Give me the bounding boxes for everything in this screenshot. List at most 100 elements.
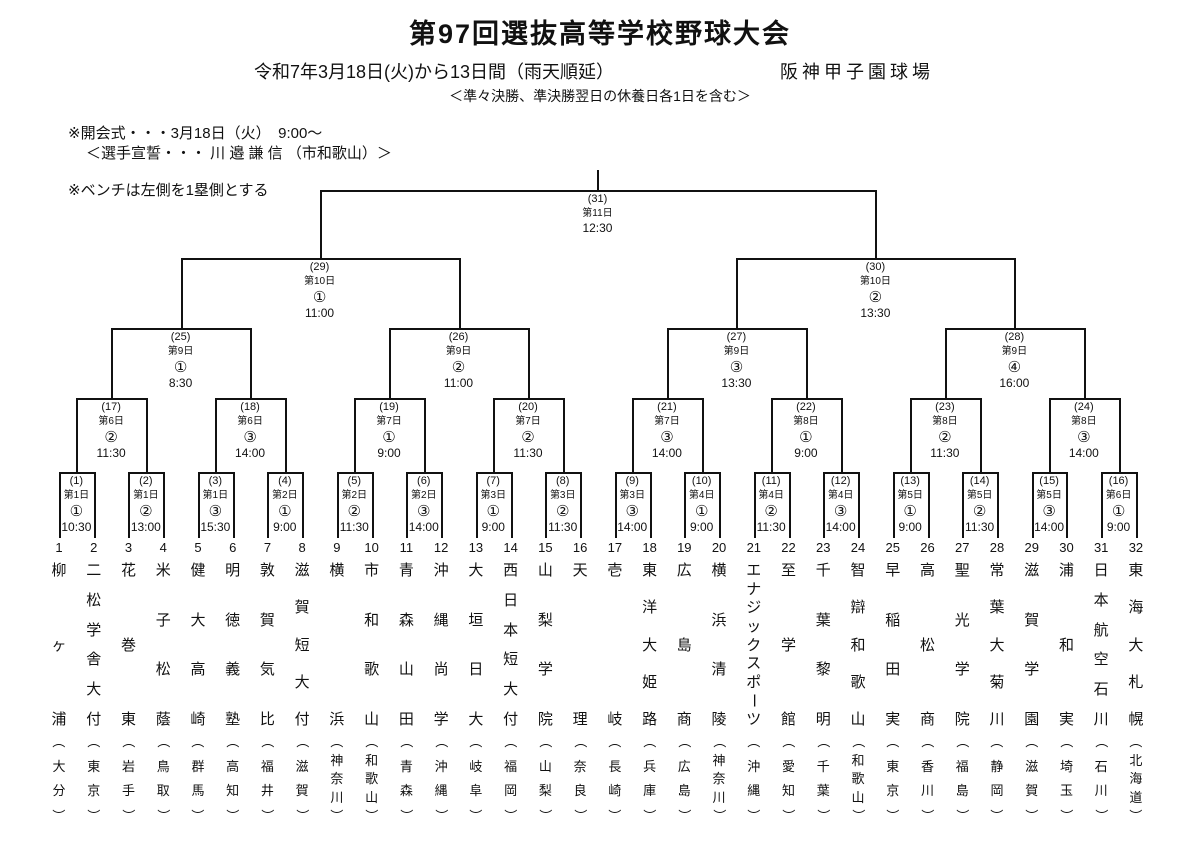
char: 至 [781, 562, 797, 579]
bracket-vline [910, 398, 913, 472]
game-time: 14:00 [825, 520, 856, 534]
game-number: (15) [1039, 475, 1059, 487]
team-prefecture: （香川） [919, 735, 937, 822]
bracket-vline [805, 328, 808, 398]
game-seq: ③ [625, 503, 639, 520]
char: 清 [711, 661, 727, 679]
char: 浜 [329, 711, 345, 728]
game-time: 10:30 [61, 520, 92, 534]
game-day: 第4日 [827, 490, 854, 501]
char: 取 [156, 783, 170, 799]
char: （ [468, 734, 484, 749]
bracket-vline [875, 190, 878, 258]
char: 奈 [712, 771, 726, 786]
char: 沖 [747, 758, 761, 774]
team-name: 天理 [570, 563, 590, 727]
bracket-vline [319, 190, 322, 258]
char: 山 [538, 758, 552, 774]
char: 垣 [468, 611, 484, 629]
char: 敦 [259, 562, 275, 579]
char: （ [155, 734, 171, 749]
team-prefecture: （兵庫） [641, 735, 659, 822]
game-number: (17) [101, 401, 121, 413]
bracket-hline [59, 472, 96, 474]
char: 付 [503, 710, 519, 728]
char: 埼 [1059, 758, 1073, 774]
game-day: 第6日 [98, 416, 124, 427]
game-day: 第10日 [303, 276, 336, 287]
char: 崎 [608, 783, 622, 799]
char: （ [259, 734, 275, 749]
team-prefecture: （岩手） [119, 735, 137, 822]
team-prefecture: （沖縄） [432, 735, 450, 822]
game-day: 第1日 [63, 490, 90, 501]
char: （ [190, 734, 206, 749]
char: 井 [260, 783, 274, 799]
game-number: (23) [935, 401, 955, 413]
char: ） [572, 808, 588, 822]
char: 森 [399, 783, 413, 799]
bracket-vline [267, 472, 270, 538]
char: 石 [1094, 758, 1108, 774]
char: ） [1058, 808, 1074, 822]
bracket-vline [944, 328, 947, 398]
team-number: 27 [955, 540, 970, 555]
game-number: (31) [587, 193, 608, 205]
char: ） [989, 808, 1005, 822]
char: （ [329, 734, 345, 749]
bracket-vline [1014, 258, 1017, 328]
game-number: (18) [240, 401, 260, 413]
bracket-vline [927, 472, 930, 538]
char: ） [259, 808, 275, 822]
bracket-vline [215, 398, 218, 472]
team-prefecture: （長崎） [606, 735, 624, 822]
char: 川 [330, 789, 344, 805]
char: 山 [851, 789, 865, 805]
bracket-hline [944, 328, 1086, 330]
char: 岩 [121, 758, 135, 774]
char: （ [433, 734, 449, 749]
team-name: エナジックスポーツ [744, 563, 764, 727]
char: 川 [920, 783, 934, 799]
char: 良 [573, 783, 587, 799]
char: 石 [1093, 681, 1109, 699]
char: 静 [990, 758, 1004, 774]
team-number: 13 [468, 540, 484, 555]
game-day: 第7日 [654, 416, 680, 427]
char: （ [120, 734, 136, 749]
bracket-vline [736, 258, 739, 328]
game-day: 第2日 [272, 490, 298, 501]
team-name: 二松学舎大付 [84, 563, 104, 727]
char: ） [329, 808, 345, 823]
bracket-vline [493, 398, 496, 472]
game-day: 第8日 [793, 416, 819, 427]
char: 壱 [607, 562, 623, 579]
char: 短 [294, 636, 310, 654]
char: 崎 [190, 710, 206, 728]
bracket-vline [614, 472, 617, 538]
game-seq: ③ [243, 429, 257, 446]
team-number: 26 [920, 540, 935, 555]
char: 沖 [433, 562, 449, 579]
bracket-hline [666, 328, 808, 330]
bracket-hline [215, 398, 287, 400]
char: 黎 [815, 661, 831, 679]
team-prefecture: （沖縄） [745, 735, 763, 822]
char: 園 [1024, 710, 1040, 728]
char: 明 [815, 710, 831, 728]
team-number: 1 [55, 540, 63, 555]
bracket-vline [527, 328, 530, 398]
game-seq: ② [938, 429, 952, 446]
char: 岐 [469, 758, 483, 774]
char: 馬 [191, 783, 205, 799]
game-day: 第11日 [582, 208, 613, 219]
char: 東 [1128, 562, 1144, 579]
char: 札 [1128, 673, 1144, 691]
team-prefecture: （広島） [675, 735, 693, 822]
char: 大 [1128, 636, 1144, 654]
char: ） [850, 808, 866, 823]
